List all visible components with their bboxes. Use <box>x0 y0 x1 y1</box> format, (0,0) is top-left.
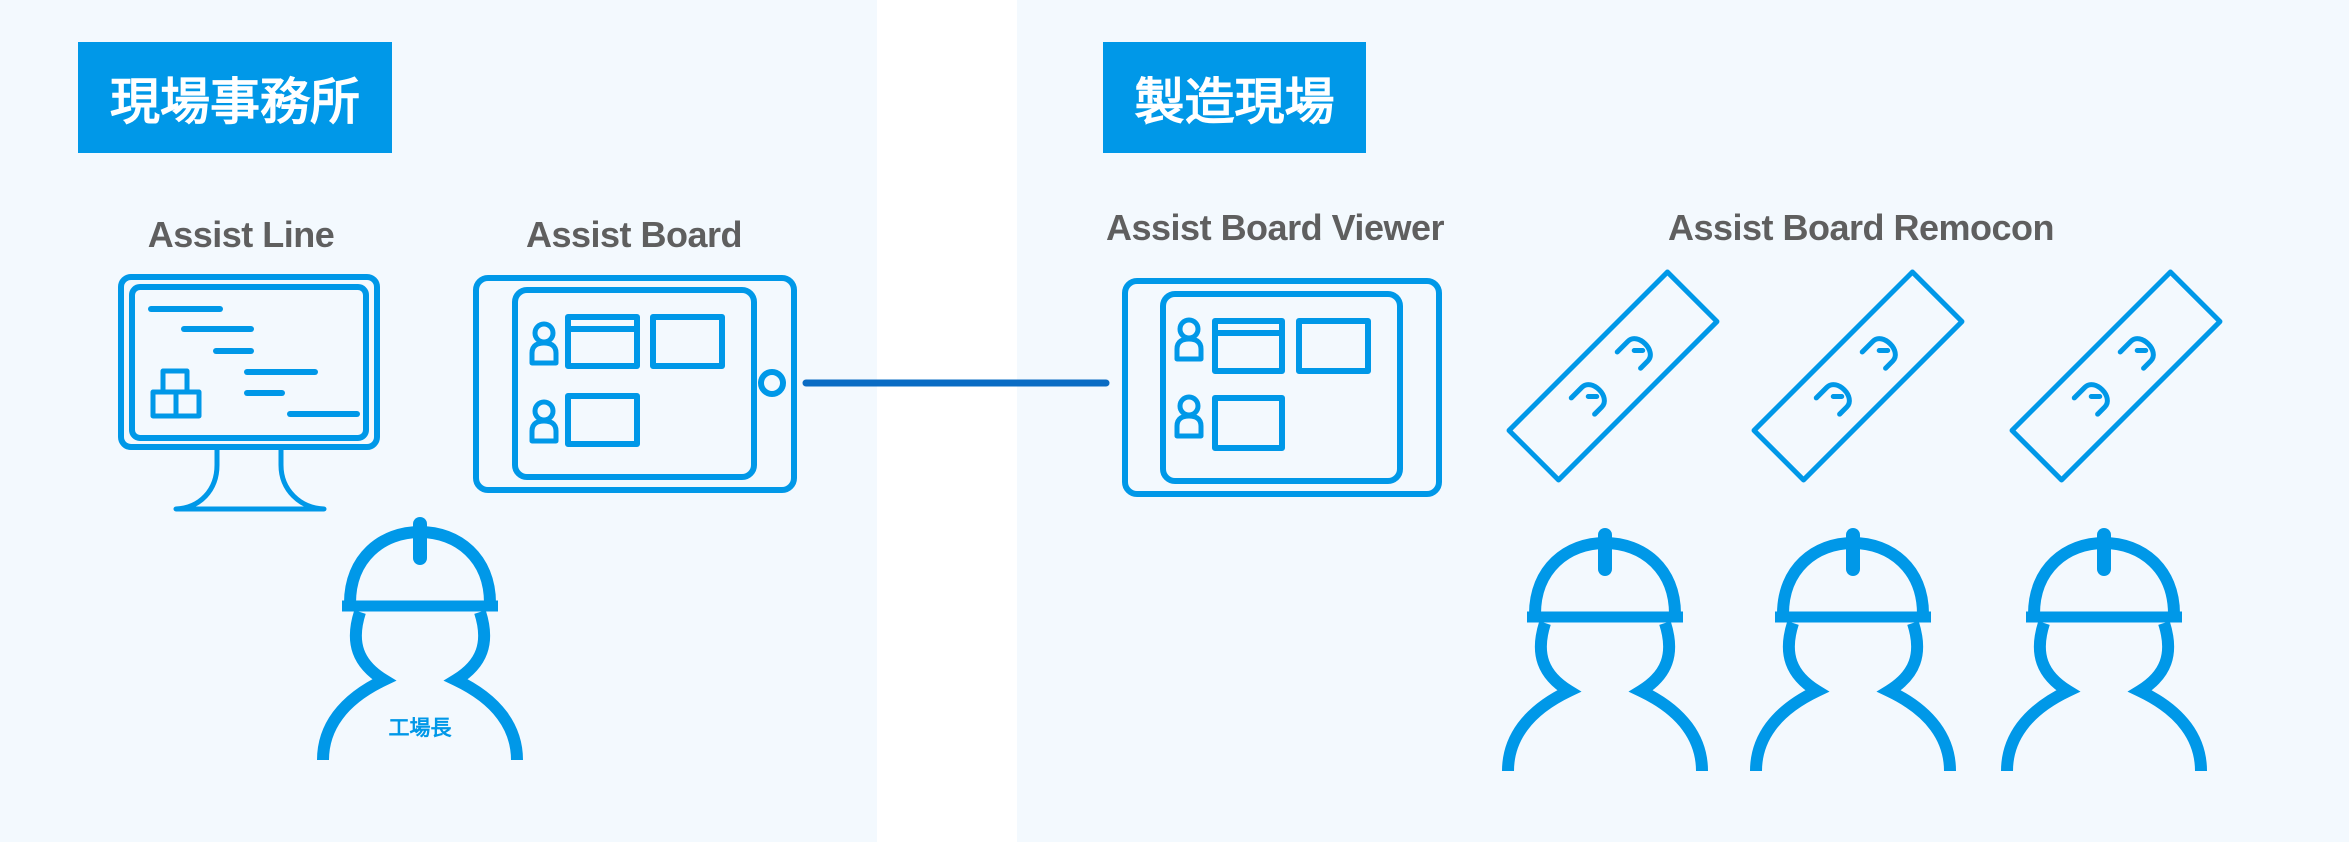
display-icon <box>1122 278 1442 497</box>
worker-icon <box>2007 535 2201 771</box>
assist-board-label: Assist Board <box>525 214 743 255</box>
remote-control-icon <box>1754 272 1962 480</box>
factory-floor-zone-title: 製造現場 <box>1103 42 1366 153</box>
assist-line-label: Assist Line <box>147 214 335 255</box>
remote-control-icon <box>1509 272 1717 480</box>
office-zone-title: 現場事務所 <box>78 42 392 153</box>
factory-manager-label: 工場長 <box>388 716 452 740</box>
monitor-icon <box>118 274 380 512</box>
remote-control-icon <box>2012 272 2220 480</box>
assist-board-viewer-label: Assist Board Viewer <box>1106 207 1444 248</box>
assist-board-remocon-label: Assist Board Remocon <box>1667 207 2055 248</box>
worker-icon <box>1508 535 1702 771</box>
tablet-icon <box>473 275 797 493</box>
worker-icon <box>1756 535 1950 771</box>
